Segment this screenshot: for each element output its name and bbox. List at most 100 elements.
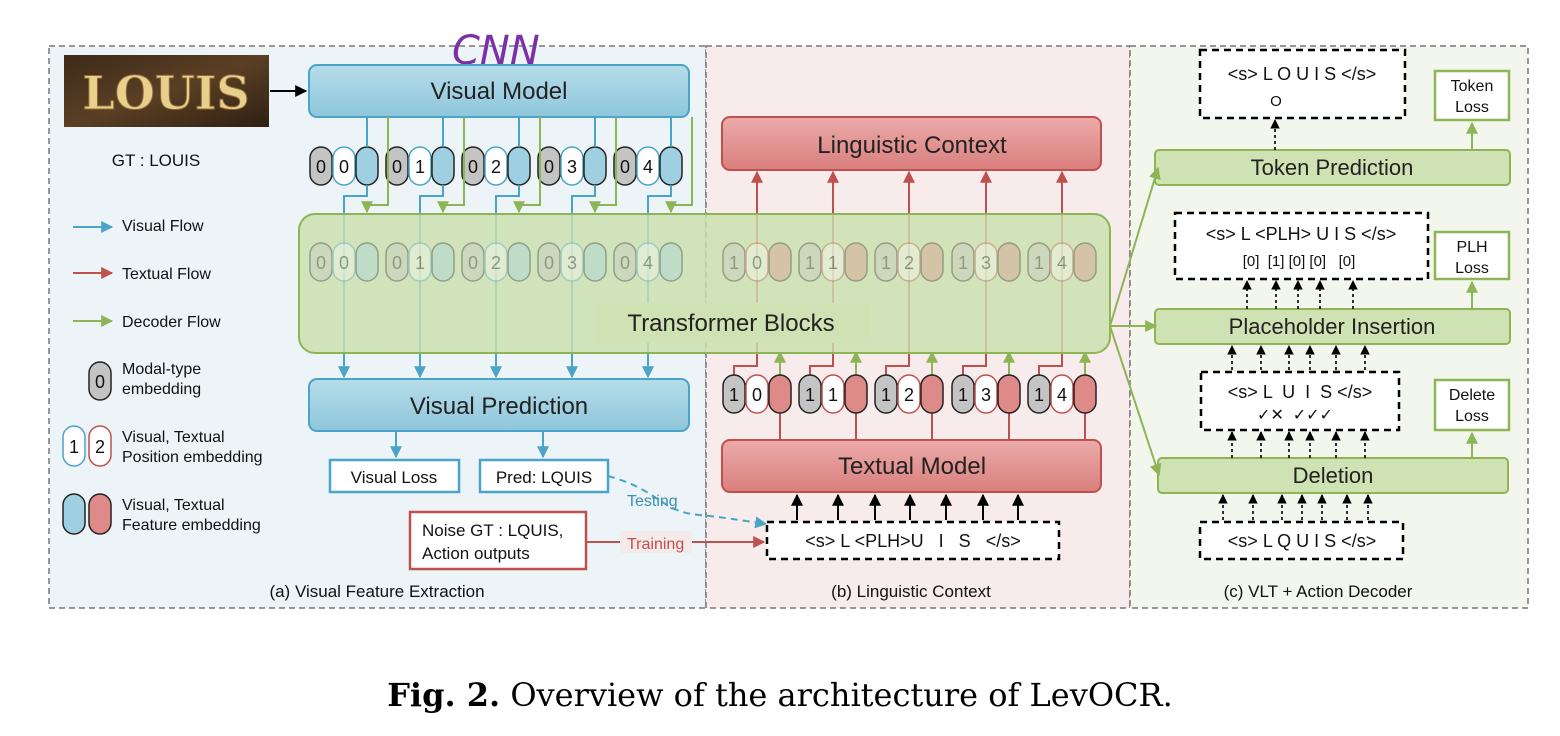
textual-token-0-modal-pill bbox=[722, 374, 746, 414]
textual-token-1-pos-pill bbox=[821, 374, 845, 414]
faded-visual-token-1-modal-pill bbox=[385, 242, 409, 282]
panel-c-caption: (c) VLT + Action Decoder bbox=[1224, 582, 1413, 601]
transformer-label-bg bbox=[596, 303, 871, 343]
faded-visual-token-2-feat-pill bbox=[507, 242, 531, 282]
panel-b-caption: (b) Linguistic Context bbox=[831, 582, 991, 601]
gt-label: GT : LOUIS bbox=[112, 151, 201, 170]
transformer-blocks-box bbox=[298, 213, 1111, 354]
faded-visual-token-2-modal-pill bbox=[461, 242, 485, 282]
transformer-to-deletion bbox=[1109, 325, 1162, 477]
faded-textual-token-1-modal-num: 1 bbox=[805, 253, 815, 273]
faded-visual-token-2-pos-pill bbox=[484, 242, 508, 282]
plh-loss-line1: PLH bbox=[1456, 239, 1487, 256]
textual-token-3-modal-pill bbox=[951, 374, 975, 414]
textual-token-2-feat-pill bbox=[920, 374, 944, 414]
faded-textual-token-0-feat-pill bbox=[768, 242, 792, 282]
visual-token-0-feat-pill bbox=[355, 146, 379, 186]
output-seq-mark: O bbox=[1270, 93, 1282, 110]
visual-token-2-feat-pill bbox=[507, 146, 531, 186]
transformer-to-token-prediction bbox=[1109, 166, 1161, 327]
faded-visual-token-1-pos-pill bbox=[408, 242, 432, 282]
faded-visual-token-0-pos-pill bbox=[332, 242, 356, 282]
visual-token-3-pos-pill bbox=[560, 146, 584, 186]
visual-token-1-feat-pill bbox=[431, 146, 455, 186]
delete-loss-line2: Loss bbox=[1455, 408, 1489, 425]
visual-token-2-modal-pill bbox=[461, 146, 485, 186]
linguistic-context-box bbox=[721, 116, 1102, 171]
visual-model-box bbox=[308, 64, 690, 118]
input-seq-box bbox=[1198, 520, 1405, 561]
faded-visual-token-1-modal-num: 0 bbox=[392, 253, 402, 273]
visual-token-3-feat-pill bbox=[583, 146, 607, 186]
visual-token-1-modal-num: 0 bbox=[392, 157, 402, 177]
visual-token-4-pos-num: 4 bbox=[643, 157, 653, 177]
faded-visual-token-3-modal-num: 0 bbox=[544, 253, 554, 273]
visual-token-3-modal-num: 0 bbox=[544, 157, 554, 177]
visual-model-label: Visual Model bbox=[431, 78, 568, 105]
textual-token-0-pos-pill bbox=[745, 374, 769, 414]
legend-feat-pill-textual bbox=[88, 493, 112, 535]
faded-textual-token-2-pos-pill bbox=[897, 242, 921, 282]
noise-gt-box bbox=[408, 510, 588, 571]
textual-token-0-pos-num: 0 bbox=[752, 385, 762, 405]
faded-textual-token-1-pos-pill bbox=[821, 242, 845, 282]
linguistic-context-label: Linguistic Context bbox=[817, 132, 1007, 159]
del-marks-text: ✓✕ ✓✓✓ bbox=[1257, 407, 1333, 424]
textual-token-3-feat-pill bbox=[997, 374, 1021, 414]
visual-prediction-label: Visual Prediction bbox=[410, 393, 588, 420]
legend-pos-num-visual: 1 bbox=[69, 437, 79, 457]
visual-token-3-modal-pill bbox=[537, 146, 561, 186]
plh-loss-line2: Loss bbox=[1455, 260, 1489, 277]
faded-textual-token-4-modal-num: 1 bbox=[1034, 253, 1044, 273]
training-label: Training bbox=[627, 536, 684, 553]
visual-token-2-modal-num: 0 bbox=[468, 157, 478, 177]
legend-pos-line2: Position embedding bbox=[122, 449, 263, 466]
visual-token-0-modal-num: 0 bbox=[316, 157, 326, 177]
legend-pos-num-textual: 2 bbox=[95, 437, 105, 457]
textual-token-3-pos-num: 3 bbox=[981, 385, 991, 405]
legend-pos-line1: Visual, Textual bbox=[122, 429, 225, 446]
plh-loss-box bbox=[1433, 230, 1511, 281]
output-seq-box bbox=[1198, 48, 1407, 120]
faded-textual-token-1-modal-pill bbox=[798, 242, 822, 282]
textual-token-1-pos-num: 1 bbox=[828, 385, 838, 405]
visual-token-0-pos-num: 0 bbox=[339, 157, 349, 177]
legend-modal-pill bbox=[88, 361, 112, 401]
delete-loss-box bbox=[1433, 378, 1511, 432]
textual-token-4-pos-num: 4 bbox=[1057, 385, 1067, 405]
visual-token-0-modal-pill bbox=[309, 146, 333, 186]
input-seq-text: <s> L Q U I S </s> bbox=[1228, 531, 1376, 551]
legend-pos-pill-visual bbox=[62, 425, 86, 467]
faded-textual-token-3-pos-num: 3 bbox=[981, 253, 991, 273]
visual-token-3-pos-num: 3 bbox=[567, 157, 577, 177]
pred-box bbox=[478, 458, 610, 494]
plh-seq-box bbox=[1173, 211, 1430, 281]
faded-textual-token-4-pos-pill bbox=[1050, 242, 1074, 282]
visual-token-4-feat-pill bbox=[659, 146, 683, 186]
faded-visual-token-4-pos-pill bbox=[636, 242, 660, 282]
faded-visual-token-0-pos-num: 0 bbox=[339, 253, 349, 273]
textual-input-sequence: <s> L <PLH>U I S </s> bbox=[805, 531, 1020, 551]
textual-input-arrows bbox=[791, 493, 1024, 520]
textual-token-1-feat-pill bbox=[844, 374, 868, 414]
deletion-label: Deletion bbox=[1293, 463, 1374, 488]
figure-caption-number: Fig. 2. bbox=[387, 676, 501, 714]
faded-visual-token-4-pos-num: 4 bbox=[643, 253, 653, 273]
visual-loss-label: Visual Loss bbox=[351, 468, 438, 487]
visual-decoder-line-0 bbox=[361, 117, 389, 214]
legend-modal-line1: Modal-type bbox=[122, 361, 201, 378]
textual-token-2-pos-num: 2 bbox=[904, 385, 914, 405]
output-seq-text: <s> L O U I S </s> bbox=[1228, 64, 1376, 84]
